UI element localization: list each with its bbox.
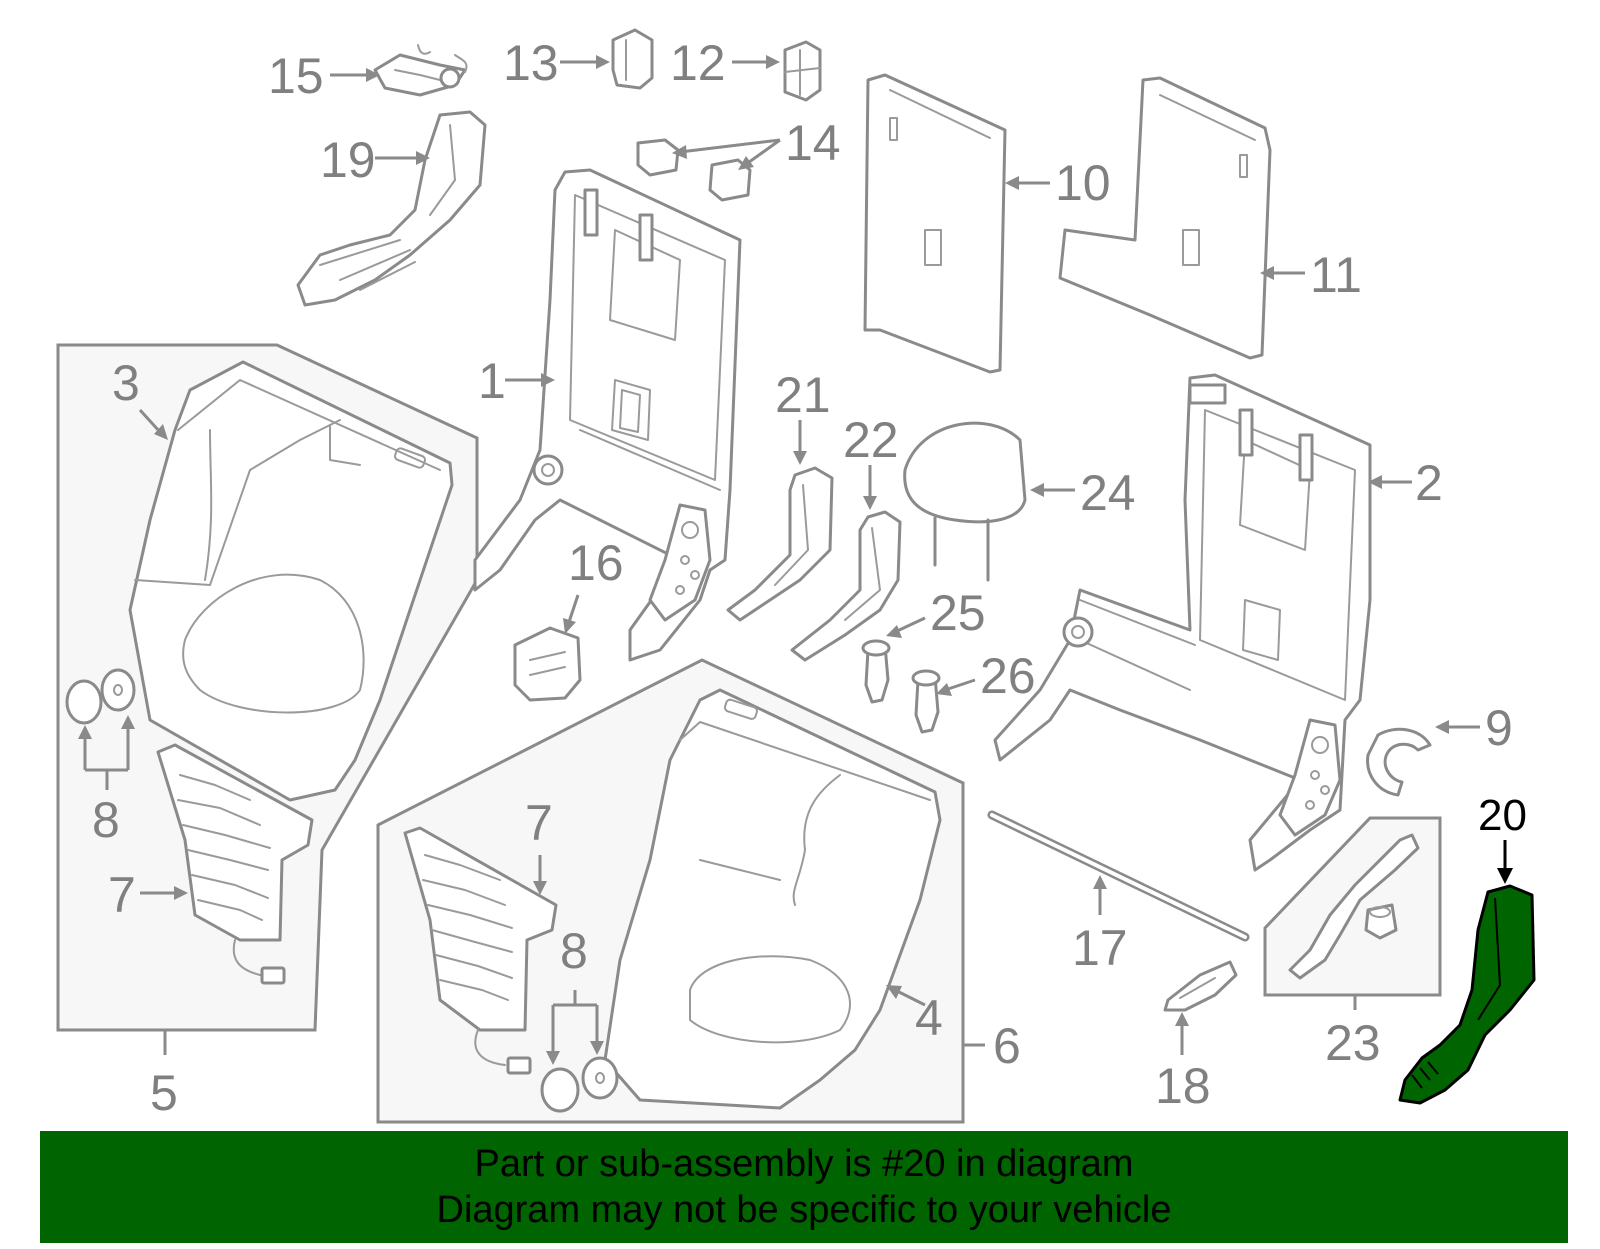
part-3-seatback-cover[interactable] [128,360,454,802]
callout-7-left: 7 [108,867,136,923]
callout-5: 5 [150,1065,178,1121]
callout-16: 16 [568,535,624,591]
callout-15: 15 [268,48,324,104]
callout-19: 19 [320,132,376,188]
part-7-heater-pad-right[interactable] [403,826,558,1075]
part-16-knob[interactable] [513,626,582,702]
part-2-seatback-frame[interactable] [993,373,1372,872]
callout-3: 3 [112,355,140,411]
part-25-guide[interactable] [861,639,891,704]
leader-lines [78,55,1513,1065]
banner-line-2: Diagram may not be specific to your vehi… [436,1189,1172,1231]
callout-23: 23 [1325,1015,1381,1071]
part-15-bracket[interactable] [373,44,468,97]
callout-9: 9 [1485,700,1513,756]
part-9-ring[interactable] [1366,727,1432,797]
callout-13: 13 [503,35,559,91]
part-18-handle[interactable] [1163,960,1238,1012]
callout-21: 21 [775,367,831,423]
part-8-rings-left[interactable] [65,668,136,725]
part-17-rod[interactable] [987,810,1250,942]
part-19-hinge-cover[interactable] [296,110,487,307]
part-11-back-panel[interactable] [1058,76,1272,360]
part-13-cap[interactable] [611,28,654,90]
part-22-trim[interactable] [790,510,902,662]
callout-8-right: 8 [560,923,588,979]
callout-20: 20 [1478,791,1527,840]
callout-14: 14 [785,115,841,171]
callout-12: 12 [670,35,726,91]
callout-24: 24 [1080,465,1136,521]
banner-line-1: Part or sub-assembly is #20 in diagram [474,1143,1134,1185]
callout-7-right: 7 [525,795,553,851]
callout-4: 4 [915,990,943,1046]
part-21-trim[interactable] [726,466,834,622]
callout-25: 25 [930,585,986,641]
part-7-heater-pad-left[interactable] [156,743,314,985]
part-24-headrest[interactable] [903,421,1027,582]
callout-17: 17 [1072,920,1128,976]
part-4-seatback-cover[interactable] [603,688,942,1110]
part-1-seatback-frame[interactable] [473,168,742,662]
callout-18: 18 [1155,1058,1211,1114]
part-20-side-trim-highlighted[interactable] [1398,884,1536,1105]
part-23-bracket[interactable] [1288,833,1420,980]
part-14-clips[interactable] [636,138,752,202]
callout-26: 26 [980,648,1036,704]
callout-6: 6 [993,1018,1021,1074]
callout-1: 1 [478,353,506,409]
callout-10: 10 [1055,155,1111,211]
callout-22: 22 [843,412,899,468]
info-banner: Part or sub-assembly is #20 in diagram D… [40,1131,1568,1243]
callout-11: 11 [1310,247,1362,303]
part-26-guide[interactable] [911,669,941,734]
part-12-cap[interactable] [783,40,822,102]
callout-8-left: 8 [92,792,120,848]
part-10-back-panel[interactable] [863,73,1007,374]
callout-2: 2 [1415,455,1443,511]
part-8-rings-right[interactable] [540,1056,619,1113]
